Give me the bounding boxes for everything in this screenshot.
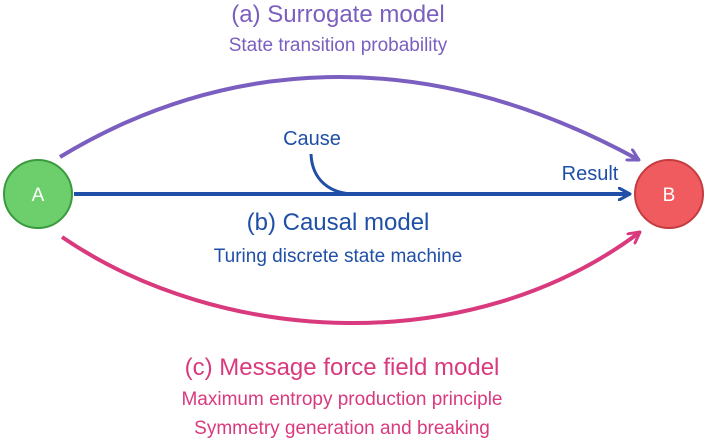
node-a-label: A bbox=[32, 185, 45, 206]
surrogate-title: (a) Surrogate model bbox=[231, 1, 444, 28]
node-a-circle bbox=[3, 159, 73, 229]
node-b-label: B bbox=[663, 185, 676, 206]
surrogate-arrow bbox=[58, 75, 639, 162]
message-line-1: Maximum entropy production principle bbox=[181, 389, 502, 410]
surrogate-subtitle: State transition probability bbox=[229, 35, 448, 56]
message-title: (c) Message force field model bbox=[185, 354, 500, 381]
node-a: A bbox=[3, 159, 73, 229]
causal-title: (b) Causal model bbox=[247, 209, 430, 236]
cause-connector bbox=[309, 153, 356, 196]
causal-subtitle: Turing discrete state machine bbox=[214, 246, 463, 267]
message-line-2: Symmetry generation and breaking bbox=[194, 418, 490, 439]
node-b: B bbox=[634, 159, 704, 229]
result-label: Result bbox=[562, 163, 619, 185]
message-arrow bbox=[60, 230, 640, 325]
node-b-circle bbox=[634, 159, 704, 229]
cause-label: Cause bbox=[283, 128, 341, 150]
